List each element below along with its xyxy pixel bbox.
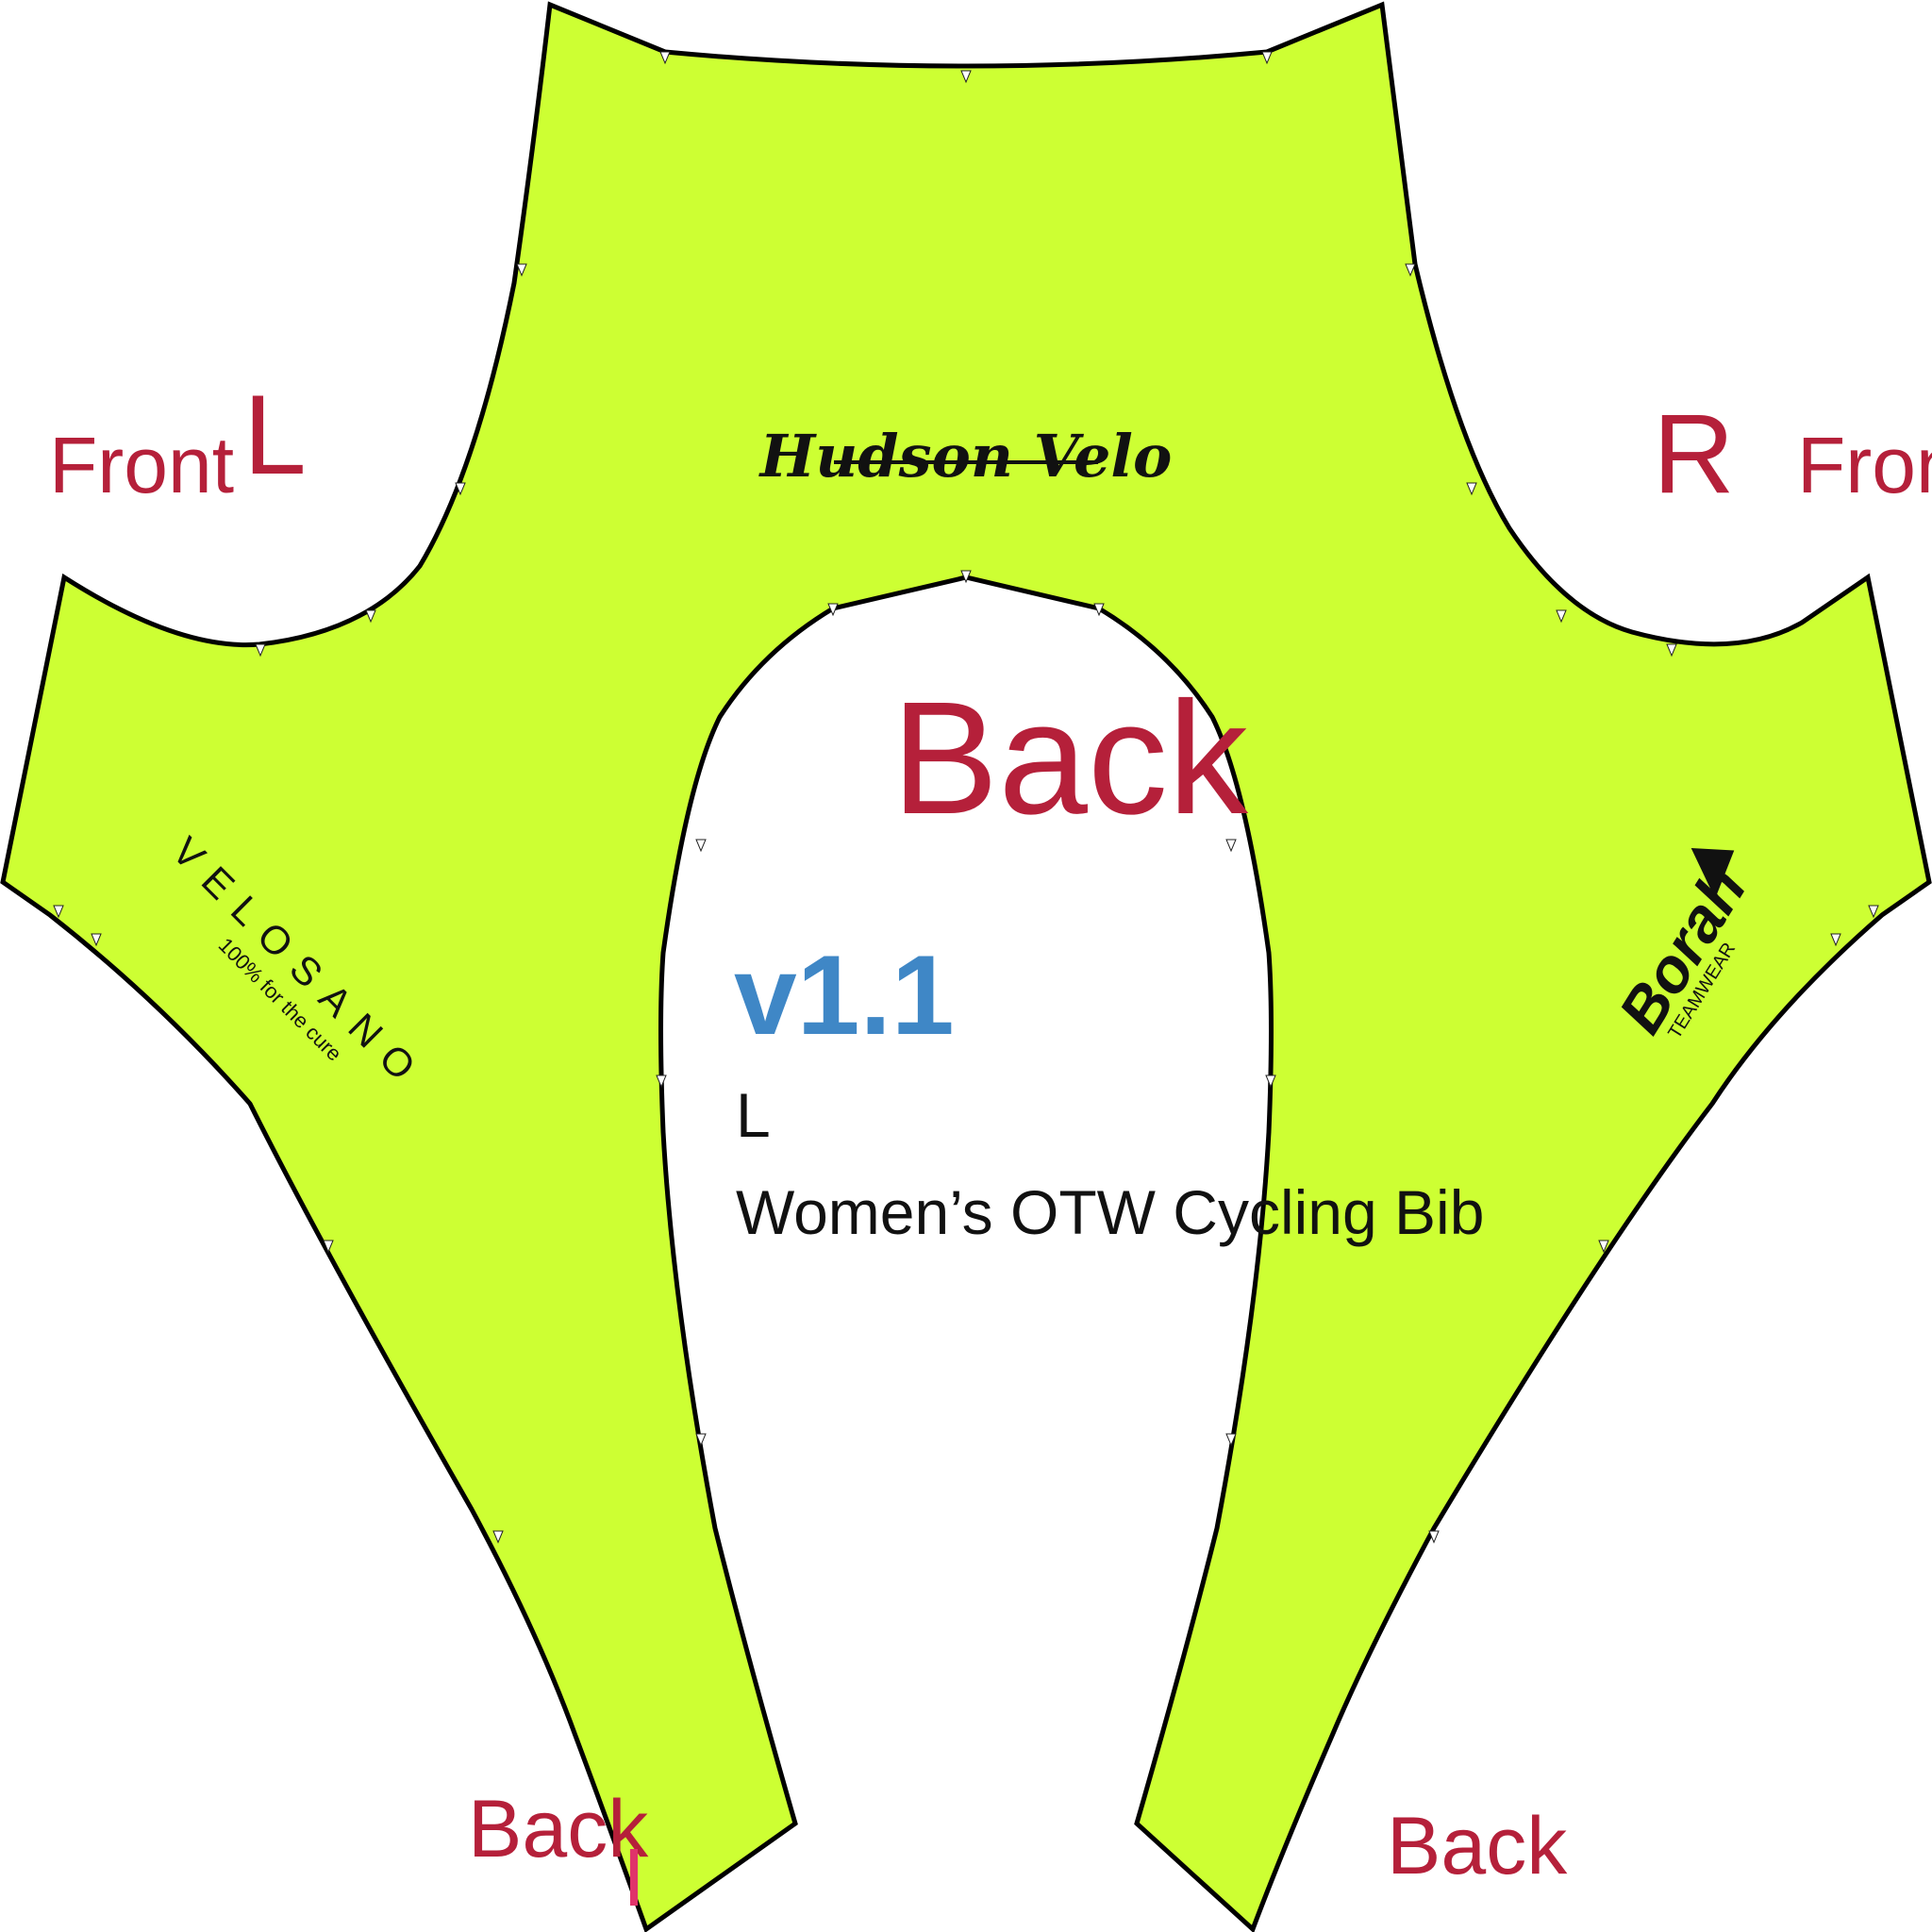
- notch-mark: [365, 609, 376, 624]
- version-label: v1.1: [734, 932, 955, 1058]
- borah-mountain-icon: [1690, 848, 1735, 899]
- notch-mark: [1428, 1530, 1440, 1544]
- notch-mark: [695, 1433, 707, 1447]
- notch-mark: [1868, 905, 1879, 919]
- size-tag-mark: [630, 1849, 638, 1906]
- notch-mark: [492, 1530, 504, 1544]
- notch-mark: [1598, 1240, 1609, 1254]
- notch-mark: [255, 643, 266, 658]
- notch-mark: [323, 1240, 334, 1254]
- notch-mark: [1225, 1433, 1237, 1447]
- hudson-velo-underline: [834, 460, 1098, 464]
- front-left-label: Front: [49, 421, 234, 509]
- notch-mark: [1225, 839, 1237, 853]
- notch-mark: [695, 839, 707, 853]
- notch-mark: [1265, 1074, 1276, 1089]
- notch-mark: [91, 933, 102, 947]
- back-right-label: Back: [1387, 1801, 1568, 1891]
- notch-mark: [1666, 643, 1677, 658]
- notch-mark: [659, 51, 671, 65]
- front-right-label: Front: [1797, 421, 1932, 509]
- center-back-label: Back: [891, 669, 1249, 848]
- hudson-velo-wordmark: Hudson Velo: [758, 422, 1173, 491]
- notch-marks: [53, 51, 1879, 1544]
- notch-mark: [960, 70, 972, 84]
- notch-mark: [53, 905, 64, 919]
- notch-mark: [1830, 933, 1841, 947]
- notch-mark: [656, 1074, 667, 1089]
- side-left-label: L: [243, 372, 307, 498]
- product-label: Women’s OTW Cycling Bib: [736, 1177, 1484, 1247]
- notch-mark: [1466, 482, 1477, 496]
- notch-mark: [455, 482, 466, 496]
- hudson-velo-logo: Hudson Velo: [758, 422, 1173, 491]
- size-label: L: [736, 1080, 771, 1150]
- notch-mark: [827, 603, 839, 617]
- notch-mark: [960, 570, 972, 584]
- back-left-label: Back: [468, 1784, 649, 1874]
- notch-mark: [1556, 609, 1567, 624]
- notch-mark: [1261, 51, 1273, 65]
- side-right-label: R: [1653, 391, 1735, 517]
- notch-mark: [1405, 263, 1416, 277]
- notch-mark: [516, 263, 527, 277]
- notch-mark: [1093, 603, 1105, 617]
